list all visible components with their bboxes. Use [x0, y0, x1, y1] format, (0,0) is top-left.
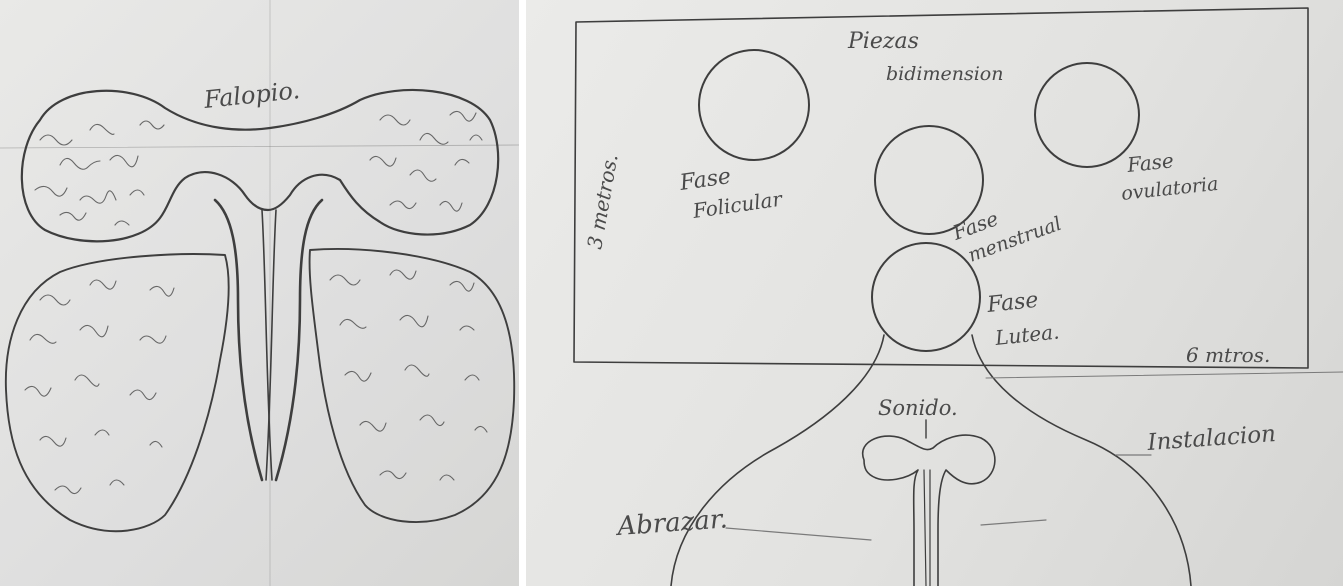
installation-outline — [972, 335, 1191, 586]
center-line-a — [262, 210, 272, 480]
sonido-label: Sonido. — [878, 396, 958, 420]
title-bidimension: bidimension — [886, 63, 1003, 85]
width-label: 6 mtros. — [1186, 343, 1270, 367]
installation-sketch: Piezas bidimension 3 metros. 6 mtros. Fa… — [526, 0, 1343, 586]
right-stem — [276, 200, 322, 480]
uterus-top-outline — [22, 90, 498, 241]
fase-folicular-line1: Fase — [677, 164, 732, 196]
abrazar-leader — [981, 520, 1046, 525]
floor-line — [986, 372, 1343, 378]
instalacion-label: Instalacion — [1146, 421, 1277, 456]
texture-lower-left — [25, 280, 174, 494]
fase-lutea-line2: Lutea. — [993, 319, 1060, 350]
texture-lower-right — [330, 270, 487, 480]
abrazar-label: Abrazar. — [614, 504, 728, 542]
fase-ovulatoria-line1: Fase — [1125, 148, 1175, 177]
texture-top-right — [370, 111, 482, 211]
circle-fase-folicular — [699, 50, 809, 160]
fase-ovulatoria-line2: ovulatoria — [1120, 173, 1219, 205]
left-sketch-sheet: Falopio. — [0, 0, 519, 586]
height-label: 3 metros. — [582, 152, 622, 251]
title-piezas: Piezas — [847, 29, 919, 54]
uterus-sketch: Falopio. — [0, 0, 519, 586]
fold-line — [0, 145, 519, 148]
left-stem — [215, 200, 262, 480]
installation-outline — [671, 335, 884, 586]
small-uterus-center — [924, 470, 930, 586]
fase-lutea-line1: Fase — [985, 288, 1040, 318]
texture-top-left — [35, 121, 164, 225]
abrazar-leader — [726, 528, 871, 540]
right-sketch-sheet: Piezas bidimension 3 metros. 6 mtros. Fa… — [526, 0, 1343, 586]
falopio-label: Falopio. — [202, 76, 302, 114]
circle-fase-ovulatoria — [1035, 63, 1139, 167]
small-uterus — [863, 435, 995, 586]
lower-right-lobe — [310, 249, 515, 522]
center-line-b — [266, 210, 276, 480]
circle-fase-lutea — [872, 243, 980, 351]
